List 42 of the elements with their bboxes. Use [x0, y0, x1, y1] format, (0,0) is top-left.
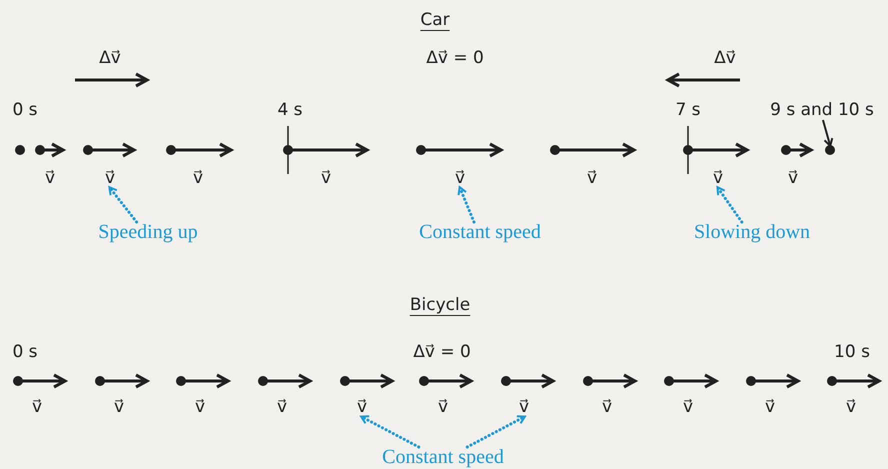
velocity-symbol: v⃗ [712, 168, 724, 188]
velocity-symbol: v⃗ [114, 397, 124, 417]
delta-v-label: Δv⃗ = 0 [426, 48, 484, 68]
position-dot [825, 145, 835, 155]
velocity-symbol: v⃗ [320, 168, 332, 188]
delta-v-label: Δv⃗ = 0 [413, 342, 471, 362]
time-label: 0 s [12, 342, 38, 362]
section-heading: Car [420, 10, 450, 30]
caption: Speeding up [98, 222, 198, 242]
velocity-symbol: v⃗ [518, 397, 530, 417]
dotted-arrow [360, 415, 420, 448]
velocity-symbol: v⃗ [586, 168, 598, 188]
velocity-symbol: v⃗ [44, 168, 56, 188]
velocity-symbol: v⃗ [438, 397, 448, 417]
velocity-symbol: v⃗ [192, 168, 204, 188]
velocity-symbol: v⃗ [788, 168, 798, 188]
delta-v-label: Δv⃗ [99, 48, 121, 68]
delta-v-label: Δv⃗ [714, 48, 736, 68]
dotted-arrow [108, 186, 138, 224]
caption: Constant speed [382, 447, 504, 467]
velocity-symbol: v⃗ [602, 397, 612, 417]
leader-line [822, 120, 834, 147]
time-label: 7 s [675, 100, 701, 120]
velocity-symbol: v⃗ [454, 168, 466, 188]
velocity-symbol: v⃗ [846, 397, 856, 417]
velocity-symbol: v⃗ [682, 397, 694, 417]
time-label: 9 s and 10 s [770, 100, 874, 120]
velocity-symbol: v⃗ [764, 397, 776, 417]
caption: Constant speed [419, 222, 541, 242]
time-label: 0 s [12, 100, 38, 120]
velocity-symbol: v⃗ [356, 397, 368, 417]
time-label: 4 s [277, 100, 303, 120]
caption: Slowing down [694, 222, 810, 242]
dotted-arrow [716, 186, 744, 224]
dotted-arrow [466, 415, 526, 448]
dotted-arrow [458, 186, 476, 224]
velocity-symbol: v⃗ [104, 168, 116, 188]
velocity-symbol: v⃗ [276, 397, 288, 417]
section-heading: Bicycle [410, 295, 470, 315]
velocity-symbol: v⃗ [32, 397, 42, 417]
velocity-symbol: v⃗ [194, 397, 206, 417]
time-label: 10 s [834, 342, 870, 362]
